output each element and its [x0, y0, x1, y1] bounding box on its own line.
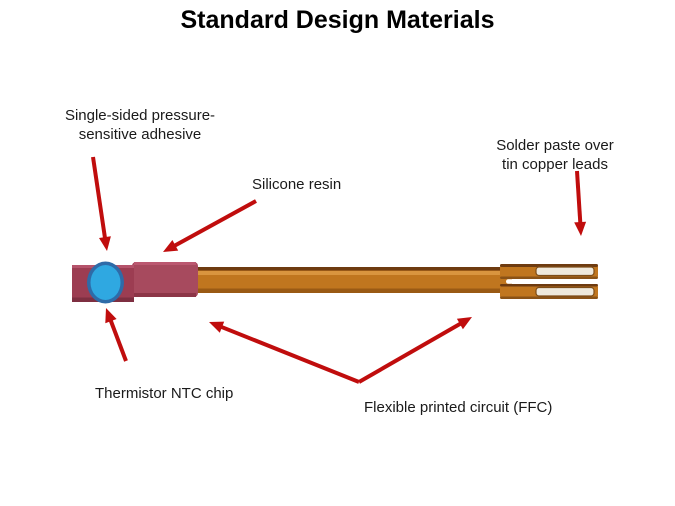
label-solder-line1: Solder paste over	[496, 137, 614, 154]
arrow-silicone	[163, 199, 257, 252]
arrow-adhesive-head	[99, 236, 111, 251]
arrow-ffc-left-head	[209, 321, 225, 333]
page-title: Standard Design Materials	[180, 6, 495, 34]
arrow-solder-line	[575, 170, 583, 227]
arrow-ffc-left	[209, 321, 360, 384]
label-adhesive-line1: Single-sided pressure-	[64, 107, 216, 124]
ffc-fork	[500, 264, 608, 299]
arrow-silicone-head	[163, 240, 179, 252]
arrow-solder-head	[574, 221, 587, 236]
resin-bottom-shadow	[134, 293, 196, 297]
arrow-thermistor-head	[105, 308, 117, 324]
solder-pad-bottom	[535, 286, 595, 297]
fork-top-prong-top-edge	[500, 264, 598, 267]
resin-top-highlight	[134, 262, 196, 265]
arrow-silicone-line	[169, 199, 257, 250]
label-adhesive: Single-sided pressure- sensitive adhesiv…	[40, 106, 240, 144]
arrow-thermistor-line	[107, 315, 128, 362]
fork-top-prong-bottom-edge	[500, 276, 598, 279]
label-flexible-printed-circuit: Flexible printed circuit (FFC)	[364, 399, 553, 416]
solder-pad-top	[535, 266, 595, 277]
fork-bottom-prong-bottom-edge	[500, 296, 598, 299]
label-silicone-resin: Silicone resin	[252, 176, 342, 193]
arrow-ffc-right	[358, 317, 472, 384]
arrow-solder	[574, 170, 587, 236]
ffc-strip-highlight	[190, 271, 512, 275]
thermistor-chip-body	[90, 265, 121, 300]
arrow-adhesive-line	[91, 156, 108, 242]
arrow-ffc-right-head	[456, 317, 472, 330]
label-solder-line2: tin copper leads	[502, 156, 608, 173]
ffc-strip-top-edge	[190, 267, 512, 271]
arrow-ffc-left-line	[216, 323, 360, 384]
fork-bottom-prong-top-edge	[500, 284, 598, 287]
thermistor-chip	[87, 261, 124, 304]
resin-block	[132, 262, 198, 297]
arrow-adhesive	[91, 156, 111, 251]
arrow-thermistor	[105, 308, 128, 362]
ffc-strip	[190, 267, 512, 293]
ffc-strip-bottom-edge	[190, 288, 512, 293]
label-adhesive-line2: sensitive adhesive	[78, 126, 202, 143]
label-solder-paste: Solder paste over tin copper leads	[475, 136, 635, 174]
label-thermistor-ntc-chip: Thermistor NTC chip	[95, 385, 234, 402]
fork-notch	[506, 279, 608, 284]
arrow-ffc-right-line	[358, 319, 466, 384]
